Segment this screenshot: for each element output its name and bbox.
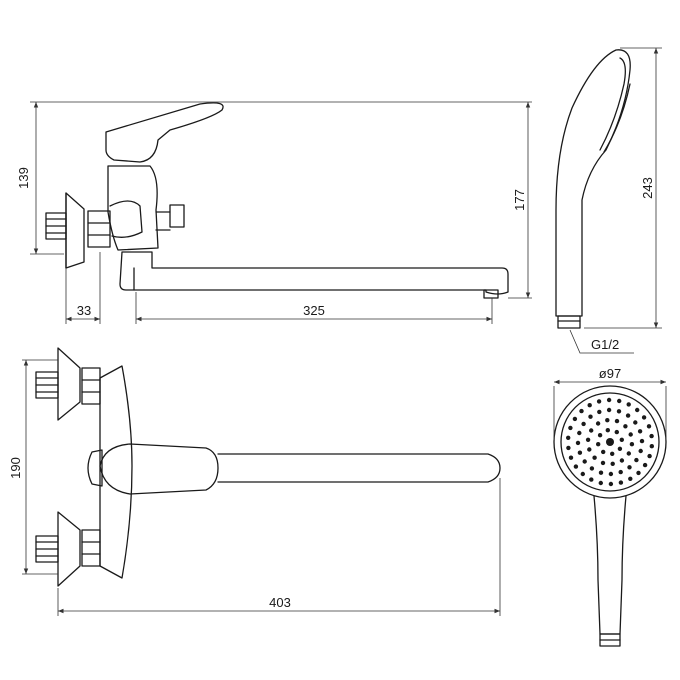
nozzle-hole <box>617 446 623 451</box>
nozzle-hole <box>598 480 603 486</box>
nozzle-hole <box>616 409 622 414</box>
nozzle-hole <box>614 429 619 435</box>
nozzle-hole <box>580 471 585 477</box>
nozzle-hole <box>649 444 654 449</box>
nozzle-hole <box>589 477 594 482</box>
nozzle-hole <box>598 470 604 475</box>
nozzle-hole <box>566 435 571 440</box>
nozzle-hole <box>627 465 632 470</box>
nozzle-hole <box>606 438 614 446</box>
nozzle-hole <box>636 470 641 476</box>
nozzle-hole <box>642 462 648 468</box>
nozzle-hole <box>639 438 645 444</box>
nozzle-hole <box>608 481 614 487</box>
dim-hand-shower-length: 243 <box>640 177 655 199</box>
nozzle-hole <box>588 414 593 419</box>
nozzle-hole <box>573 464 579 469</box>
nozzle-hole <box>610 451 615 456</box>
nozzle-hole <box>592 455 597 460</box>
nozzle-hole <box>589 428 594 433</box>
nozzle-hole <box>614 418 620 424</box>
nozzle-hole <box>610 461 615 466</box>
mixer-side-view <box>45 102 509 299</box>
nozzle-hole <box>568 425 573 431</box>
hand-shower-dimensions: 243 G1/2 <box>569 47 662 354</box>
nozzle-hole <box>568 455 574 460</box>
nozzle-hole <box>601 449 606 455</box>
dim-spout-reach: 325 <box>303 303 325 318</box>
nozzle-hole <box>626 451 631 456</box>
nozzle-hole <box>581 421 586 427</box>
nozzle-hole <box>597 433 603 438</box>
nozzle-hole <box>619 437 624 442</box>
nozzle-hole <box>587 447 592 452</box>
dim-side-height: 139 <box>16 167 31 189</box>
dim-overall-length: 403 <box>269 595 291 610</box>
nozzle-hole <box>566 445 571 451</box>
dim-head-diameter: ø97 <box>599 366 621 381</box>
nozzle-hole <box>646 424 652 429</box>
nozzle-hole <box>629 442 635 447</box>
nozzle-hole <box>572 416 578 422</box>
nozzle-hole <box>608 471 614 477</box>
nozzle-hole <box>595 421 601 426</box>
nozzle-hole <box>606 407 612 413</box>
dim-top-height: 190 <box>8 457 23 479</box>
nozzle-hole <box>605 428 610 433</box>
hand-shower-front-view <box>553 385 667 647</box>
nozzle-hole <box>628 476 633 481</box>
mixer-top-view <box>35 347 501 587</box>
nozzle-hole <box>641 415 647 420</box>
nozzle-hole <box>606 397 612 403</box>
nozzle-hole <box>585 437 591 442</box>
side-view-dimensions: 139 177 33 325 <box>16 101 532 324</box>
nozzle-hole <box>605 418 610 423</box>
nozzle-hole <box>623 424 628 429</box>
nozzle-hole <box>617 398 622 404</box>
nozzle-hole <box>637 429 643 434</box>
nozzle-hole <box>638 448 643 454</box>
nozzle-hole <box>596 442 601 447</box>
nozzle-hole <box>600 460 606 466</box>
nozzle-hole <box>589 466 595 471</box>
dim-wall-offset: 33 <box>77 303 91 318</box>
dim-thread: G1/2 <box>591 337 619 352</box>
hand-shower-front-dimensions: ø97 <box>553 366 667 440</box>
nozzle-hole <box>577 450 583 455</box>
nozzle-hole <box>587 403 592 408</box>
hand-shower-side-view <box>555 49 631 329</box>
dim-overall-height: 177 <box>512 189 527 211</box>
nozzle-hole <box>647 453 652 459</box>
nozzle-hole <box>635 407 640 413</box>
nozzle-hole <box>596 399 602 404</box>
nozzle-hole <box>628 432 633 437</box>
nozzle-hole <box>633 420 638 425</box>
nozzle-hole <box>626 402 631 407</box>
nozzle-hole <box>618 480 624 485</box>
nozzle-hole <box>582 459 587 464</box>
nozzle-hole <box>577 430 582 436</box>
nozzle-hole <box>649 433 654 439</box>
nozzle-hole <box>634 457 639 463</box>
nozzle-hole <box>619 458 625 463</box>
spray-nozzles <box>566 397 654 487</box>
nozzle-hole <box>618 469 623 475</box>
nozzle-hole <box>625 413 631 418</box>
top-view-dimensions: 190 403 <box>8 359 501 616</box>
nozzle-hole <box>575 440 581 446</box>
nozzle-hole <box>579 408 584 414</box>
nozzle-hole <box>597 409 602 415</box>
